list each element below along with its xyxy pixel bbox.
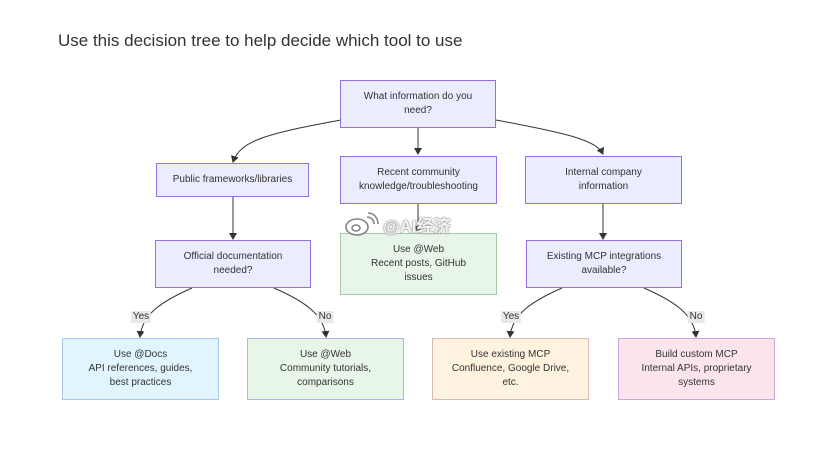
node-text: Internal company <box>565 167 642 178</box>
node-text: need? <box>404 105 432 116</box>
watermark: @AI经济 <box>343 211 451 237</box>
node-text: needed? <box>213 265 253 276</box>
node-text: What information do you <box>363 91 473 102</box>
edge-mcpexist-custom <box>643 287 700 338</box>
edge-mcpexist-usemcp <box>506 287 563 338</box>
node-web-community: Use @Web Community tutorials, comparison… <box>247 338 404 400</box>
node-root: What information do you need? <box>340 80 496 128</box>
node-internal: Internal company information <box>525 156 682 204</box>
node-text: API references, guides, <box>88 363 193 374</box>
edge-label-no: No <box>687 311 705 323</box>
node-text: Official documentation <box>183 251 283 262</box>
node-text: Use @Web <box>392 244 445 255</box>
node-text: Recent community <box>377 167 460 178</box>
node-text: Internal APIs, proprietary <box>641 363 752 374</box>
edge-official-docs <box>136 287 193 338</box>
node-web-recent: Use @Web Recent posts, GitHub issues <box>340 233 497 295</box>
node-text: Community tutorials, <box>279 363 372 374</box>
node-use-mcp: Use existing MCP Confluence, Google Driv… <box>432 338 589 400</box>
node-text: Use existing MCP <box>470 349 551 360</box>
node-text: Build custom MCP <box>655 349 738 360</box>
node-text: Public frameworks/libraries <box>172 174 293 185</box>
node-docs: Use @Docs API references, guides, best p… <box>62 338 219 400</box>
node-custom-mcp: Build custom MCP Internal APIs, propriet… <box>618 338 775 400</box>
edge-root-public <box>231 119 342 163</box>
node-text: Existing MCP integrations <box>546 251 662 262</box>
edge-label-yes: Yes <box>500 311 522 323</box>
edge-official-webcomm <box>273 287 330 338</box>
node-mcp-exist: Existing MCP integrations available? <box>526 240 682 288</box>
node-recent: Recent community knowledge/troubleshooti… <box>340 156 497 204</box>
node-text: Recent posts, GitHub <box>370 258 467 269</box>
node-official: Official documentation needed? <box>155 240 311 288</box>
node-text: comparisons <box>297 377 354 388</box>
node-text: available? <box>581 265 627 276</box>
watermark-text: @AI经济 <box>383 216 451 236</box>
edge-label-yes: Yes <box>130 311 152 323</box>
node-text: information <box>578 181 629 192</box>
edge-root-internal <box>495 119 604 155</box>
node-text: Use @Docs <box>113 349 168 360</box>
node-public: Public frameworks/libraries <box>156 163 309 197</box>
node-text: Confluence, Google Drive, <box>451 363 570 374</box>
node-text: etc. <box>502 377 519 388</box>
page-title: Use this decision tree to help decide wh… <box>58 31 463 50</box>
node-text: systems <box>678 377 715 388</box>
node-text: issues <box>404 272 433 283</box>
node-text: Use @Web <box>299 349 352 360</box>
node-text: best practices <box>109 377 172 388</box>
node-text: knowledge/troubleshooting <box>359 181 478 192</box>
weibo-icon <box>345 212 379 236</box>
edge-label-no: No <box>316 311 334 323</box>
